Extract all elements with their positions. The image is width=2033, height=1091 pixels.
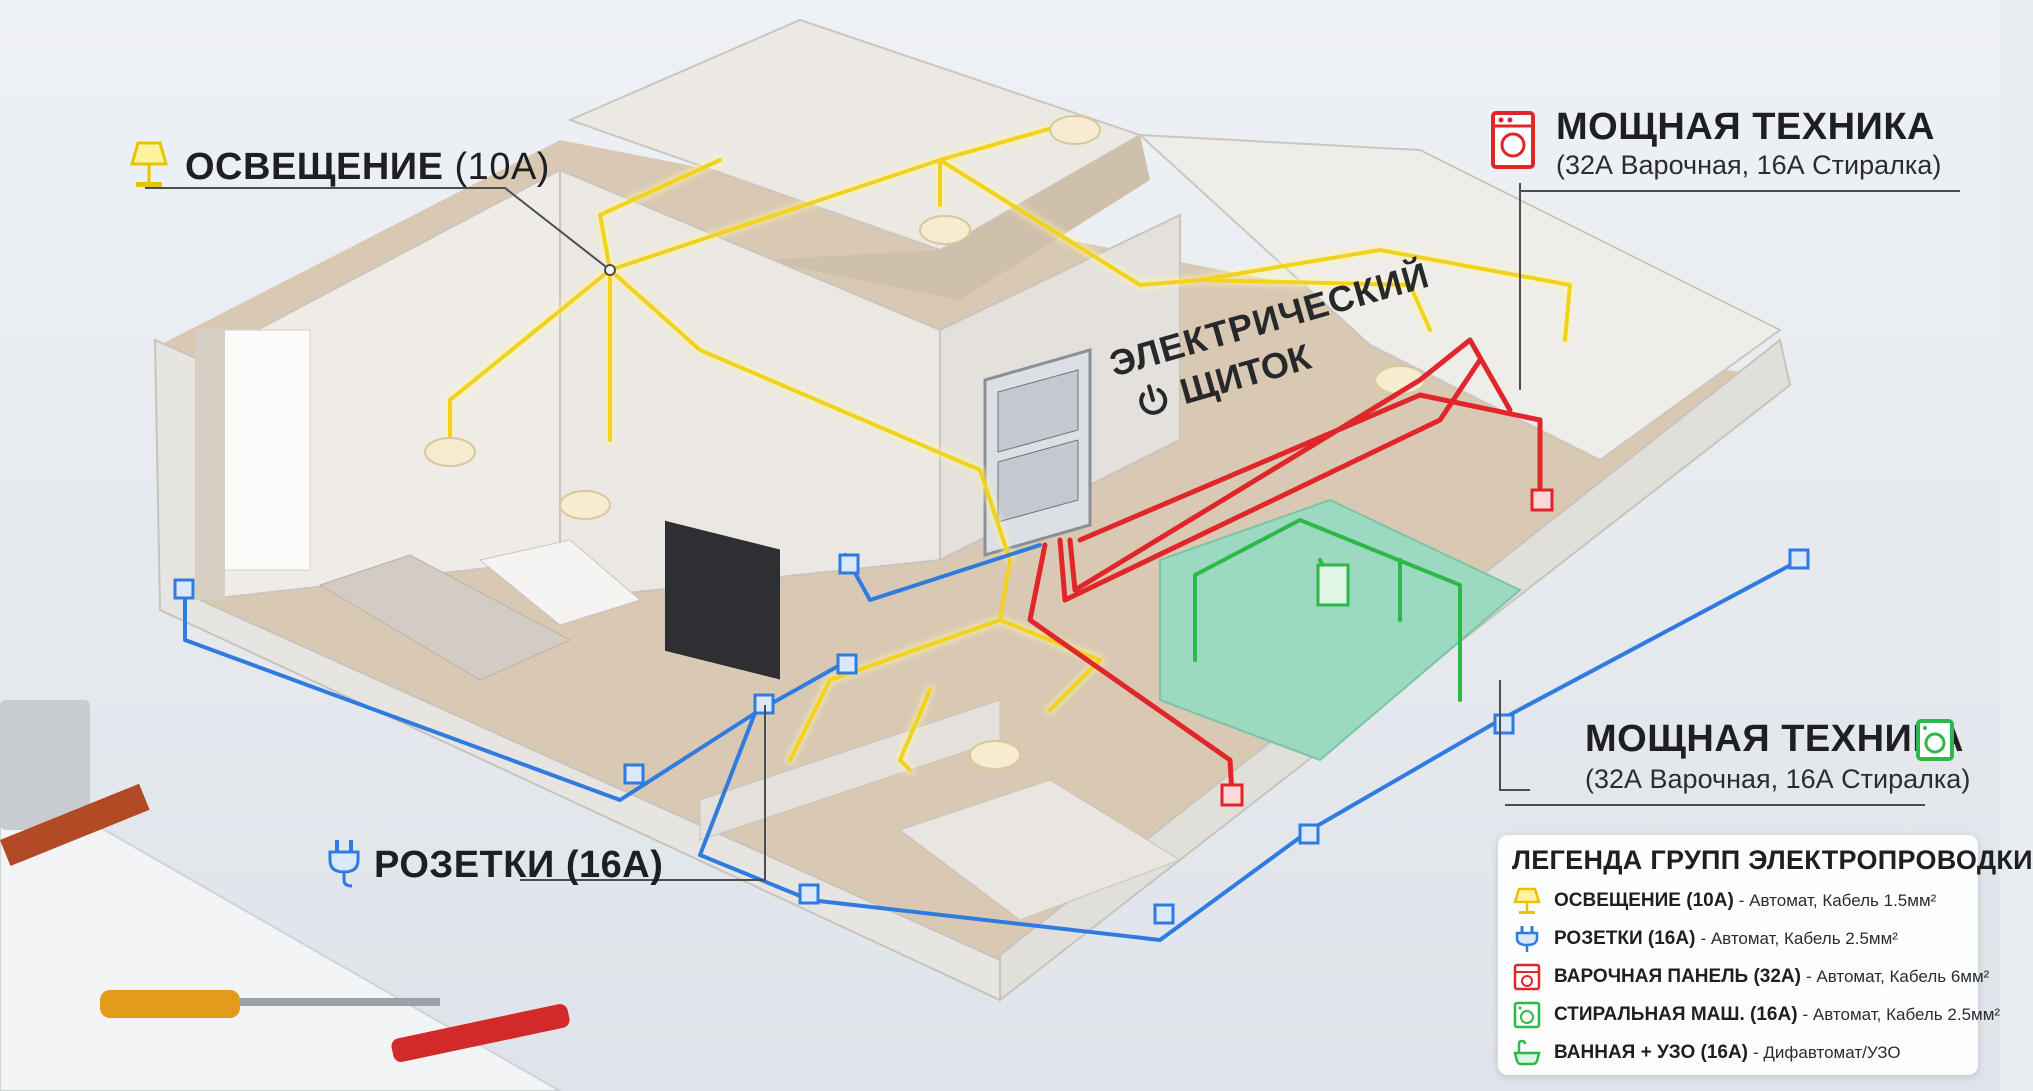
legend-title: ЛЕГЕНДА ГРУПП ЭЛЕКТРОПРОВОДКИ bbox=[1512, 845, 2033, 875]
heavy-bottom-underline bbox=[1505, 804, 1925, 806]
legend-item-desc: - Автомат, Кабель 1.5мм² bbox=[1738, 891, 1937, 910]
heavy-bottom-subtitle: (32А Варочная, 16А Стиралка) bbox=[1585, 764, 1971, 794]
electrical-panel-box bbox=[983, 348, 1092, 557]
legend-item-desc: - Автомат, Кабель 6мм² bbox=[1805, 967, 1990, 986]
legend-row-cooktop: ВАРОЧНАЯ ПАНЕЛЬ (32А) - Автомат, Кабель … bbox=[1512, 958, 1989, 996]
cooktop-wiring bbox=[1027, 337, 1543, 798]
wiring-legend: ЛЕГЕНДА ГРУПП ЭЛЕКТРОПРОВОДКИ ОСВЕЩЕНИЕ … bbox=[1498, 835, 2033, 1075]
lighting-wiring bbox=[445, 115, 1575, 775]
stove-icon bbox=[1491, 111, 1535, 169]
legend-item-name: ОСВЕЩЕНИЕ (10А) bbox=[1554, 890, 1734, 911]
lighting-rating: (10А) bbox=[454, 146, 550, 188]
legend-item-desc: - Автомат, Кабель 2.5мм² bbox=[1700, 929, 1898, 948]
bedroom-front-wall bbox=[699, 699, 1001, 841]
heavy-bottom-title: МОЩНАЯ ТЕХНИКА bbox=[1585, 718, 1964, 760]
stove-icon bbox=[1513, 963, 1541, 991]
ceiling-lamps bbox=[424, 115, 1426, 770]
power-icon bbox=[1139, 384, 1168, 415]
heavy-top-subtitle: (32А Варочная, 16А Стиралка) bbox=[1556, 150, 1942, 180]
legend-row-lighting: ОСВЕЩЕНИЕ (10А) - Автомат, Кабель 1.5мм² bbox=[1512, 882, 1964, 920]
washer-icon bbox=[1513, 1001, 1541, 1029]
legend-item-name: СТИРАЛЬНАЯ МАШ. (16А) bbox=[1554, 1004, 1798, 1025]
oven-outlet bbox=[1530, 488, 1554, 512]
tv bbox=[665, 520, 780, 680]
sofa bbox=[318, 554, 572, 681]
bedroom-back-floor bbox=[760, 135, 1150, 300]
kitchen-back bbox=[1137, 133, 1782, 462]
legend-row-washer: СТИРАЛЬНАЯ МАШ. (16А) - Автомат, Кабель … bbox=[1512, 996, 2000, 1034]
legend-item-name: ВАРОЧНАЯ ПАНЕЛЬ (32А) bbox=[1554, 966, 1801, 987]
washer-icon bbox=[1916, 719, 1954, 761]
legend-item-desc: - Дифавтомат/УЗО bbox=[1753, 1043, 1901, 1062]
lamp-icon bbox=[130, 141, 168, 187]
bathroom bbox=[1159, 498, 1522, 762]
lamp-icon bbox=[1513, 887, 1541, 914]
lighting-title: ОСВЕЩЕНИЕ bbox=[185, 146, 444, 188]
coffee-table bbox=[478, 539, 642, 626]
water-heater bbox=[1316, 563, 1350, 607]
legend-item-desc: - Автомат, Кабель 2.5мм² bbox=[1802, 1005, 2001, 1024]
socket-boxes bbox=[173, 548, 1810, 925]
leader-lines bbox=[145, 183, 1530, 881]
legend-item-name: ВАННАЯ + УЗО (16А) bbox=[1554, 1042, 1749, 1063]
sockets-title: РОЗЕТКИ (16А) bbox=[374, 844, 664, 886]
curtain-left bbox=[195, 330, 225, 600]
tools bbox=[0, 700, 570, 1062]
heavy-top-title: МОЩНАЯ ТЕХНИКА bbox=[1556, 106, 1935, 148]
bed bbox=[898, 779, 1182, 921]
plug-icon bbox=[1515, 926, 1539, 952]
panel-label: ЭЛЕКТРИЧЕСКИЙ ЩИТОК bbox=[1105, 254, 1447, 430]
legend-row-bathroom: ВАННАЯ + УЗО (16А) - Дифавтомат/УЗО bbox=[1512, 1034, 1964, 1072]
plug-icon bbox=[328, 840, 360, 888]
legend-row-sockets: РОЗЕТКИ (16А) - Автомат, Кабель 2.5мм² bbox=[1512, 920, 1964, 958]
legend-item-name: РОЗЕТКИ (16А) bbox=[1554, 928, 1696, 949]
heavy-top-underline bbox=[1520, 190, 1960, 192]
cooktop-outlet bbox=[1220, 783, 1244, 807]
bathtub-icon bbox=[1513, 1039, 1541, 1066]
